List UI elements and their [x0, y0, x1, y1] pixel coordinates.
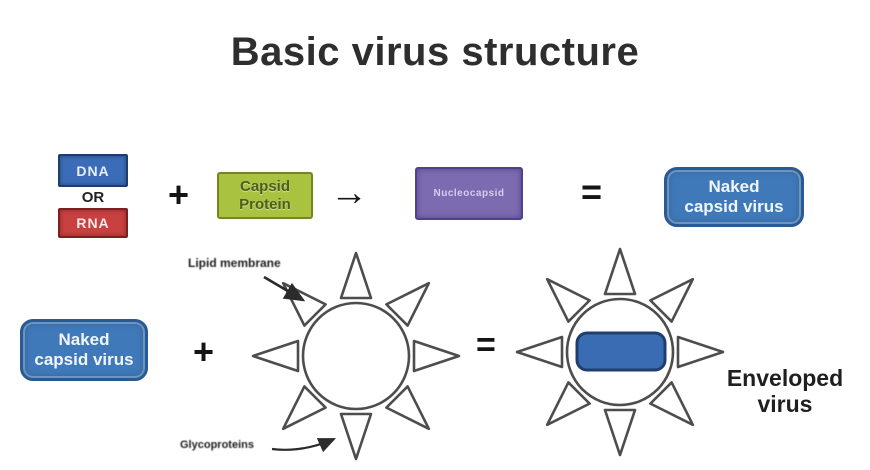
glycoprotein-spike-icon: [676, 335, 725, 369]
glycoprotein-spike-icon: [281, 385, 327, 431]
glycoprotein-spike-icon: [251, 339, 300, 373]
right-arrow-operator: →: [330, 172, 368, 214]
dna-box: DNA: [58, 154, 128, 187]
or-label: OR: [81, 189, 105, 206]
glycoprotein-spike-icon: [603, 247, 637, 296]
glycoprotein-spike-icon: [649, 277, 695, 323]
naked-capsid-virus-box-result: Naked capsid virus: [664, 167, 804, 227]
lipid-membrane-label: Lipid membrane: [188, 256, 281, 270]
plus-operator-2: +: [193, 331, 215, 372]
glycoprotein-spike-icon: [385, 281, 431, 327]
equals-operator-2: =: [476, 326, 496, 364]
nucleocapsid-box: Nucleocapsid: [415, 167, 523, 220]
lipid-membrane-circle-icon: [301, 301, 411, 411]
glycoproteins-label: Glycoproteins: [180, 439, 254, 451]
glycoprotein-spike-icon: [339, 251, 373, 300]
equals-operator-1: =: [581, 171, 603, 212]
rna-box: RNA: [58, 208, 128, 238]
glycoprotein-spike-icon: [515, 335, 564, 369]
glycoprotein-spike-icon: [649, 381, 695, 427]
enveloped-virus-diagram: [515, 247, 725, 457]
naked-capsid-virus-box: Naked capsid virus: [20, 319, 148, 381]
glycoprotein-spike-icon: [603, 408, 637, 457]
glycoprotein-spike-icon: [385, 385, 431, 431]
plus-operator-1: +: [168, 174, 190, 215]
capsid-protein-box: Capsid Protein: [217, 172, 313, 219]
nucleocapsid-core-icon: [575, 331, 667, 372]
glycoprotein-spike-icon: [545, 381, 591, 427]
enveloped-virus-label: Enveloped virus: [726, 365, 844, 417]
page-title: Basic virus structure: [230, 30, 640, 74]
glycoprotein-spike-icon: [412, 339, 461, 373]
glycoprotein-spike-icon: [339, 412, 373, 461]
glycoprotein-spike-icon: [545, 277, 591, 323]
envelope-diagram: [251, 251, 461, 461]
